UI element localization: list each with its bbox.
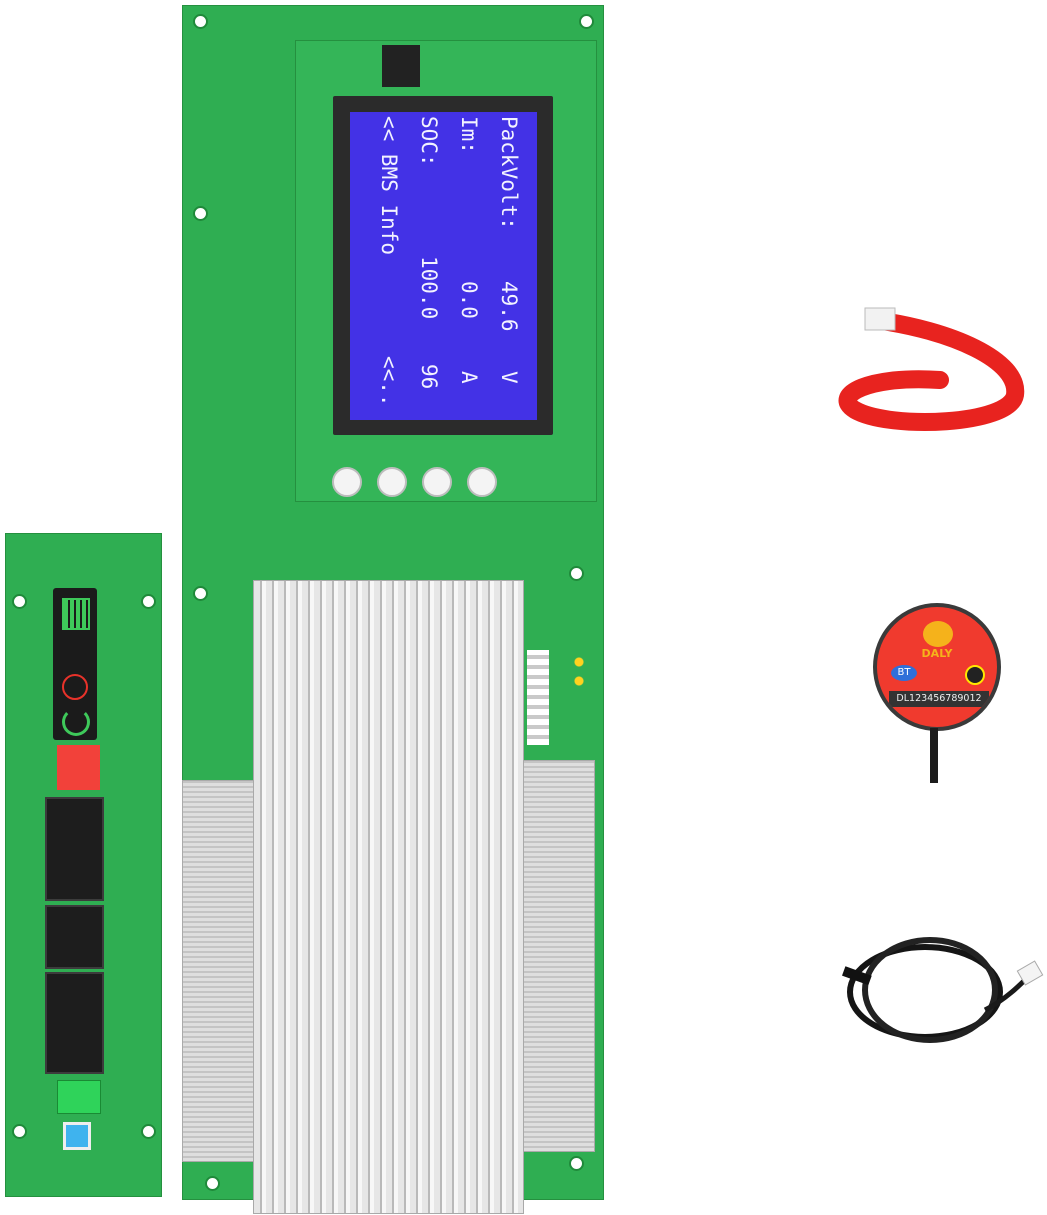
lcd-label: PackVolt: [496,116,521,230]
power-icon[interactable] [62,674,88,700]
lcd-label: Im: [456,116,481,154]
main-heatsink [253,580,524,1214]
lcd-row-current: Im: 0.0 A [449,116,489,416]
display-cable [930,728,938,783]
lcd-label: SOC: [416,116,441,167]
sensor-probe [842,966,872,986]
ribbon-cable [838,307,1025,431]
bluetooth-badge: BT [891,665,917,681]
lcd-button-2[interactable] [377,467,407,497]
lcd-value: 0.0 [456,281,481,319]
display-module: DALY BT DL123456789012 [873,603,1001,731]
lcd-unit: A [456,371,481,384]
status-panel [53,588,97,740]
rj45-port-double-2[interactable] [45,972,104,1074]
lcd-row-menu: << BMS Info <<.. [369,116,409,416]
connector-block [382,45,420,87]
lcd-value: 100.0 [416,256,441,320]
temperature-sensor-cable [842,937,1044,1043]
lcd-text: PackVolt: 49.6 V Im: 0.0 A SOC: 100.0 96… [359,116,529,416]
right-side-heatsink [521,760,595,1152]
lcd-button-4[interactable] [467,467,497,497]
ribbon-cable-body [838,311,1025,431]
terminal-pads [527,650,549,745]
left-side-heatsink [182,780,256,1162]
lcd-button-1[interactable] [332,467,362,497]
lcd-unit: <<.. [376,356,401,407]
refresh-icon[interactable] [62,708,90,736]
power-button-icon[interactable] [965,665,985,685]
blue-button[interactable] [63,1122,91,1150]
yellow-leds [574,657,584,687]
brand-label: DALY [921,647,953,660]
rj45-port[interactable] [45,905,104,969]
daly-logo-icon [923,621,953,647]
lcd-value: 49.6 [496,281,521,332]
ribbon-connector [864,307,896,331]
serial-number: DL123456789012 [889,691,989,707]
dip-switch[interactable] [57,745,100,790]
lcd-display: PackVolt: 49.6 V Im: 0.0 A SOC: 100.0 96… [333,96,553,435]
lcd-unit: 96 [416,364,441,390]
lcd-row-soc: SOC: 100.0 96 [409,116,449,416]
battery-icon [62,598,90,630]
lcd-unit: V [496,371,521,384]
sensor-connector [1016,960,1044,986]
cable-coil [862,937,998,1043]
lcd-label: << BMS Info [376,116,401,256]
lcd-button-3[interactable] [422,467,452,497]
lcd-screen: PackVolt: 49.6 V Im: 0.0 A SOC: 100.0 96… [350,112,537,420]
rj45-port-double[interactable] [45,797,104,901]
lcd-row-packvolt: PackVolt: 49.6 V [489,116,529,416]
terminal-connector [57,1080,101,1114]
